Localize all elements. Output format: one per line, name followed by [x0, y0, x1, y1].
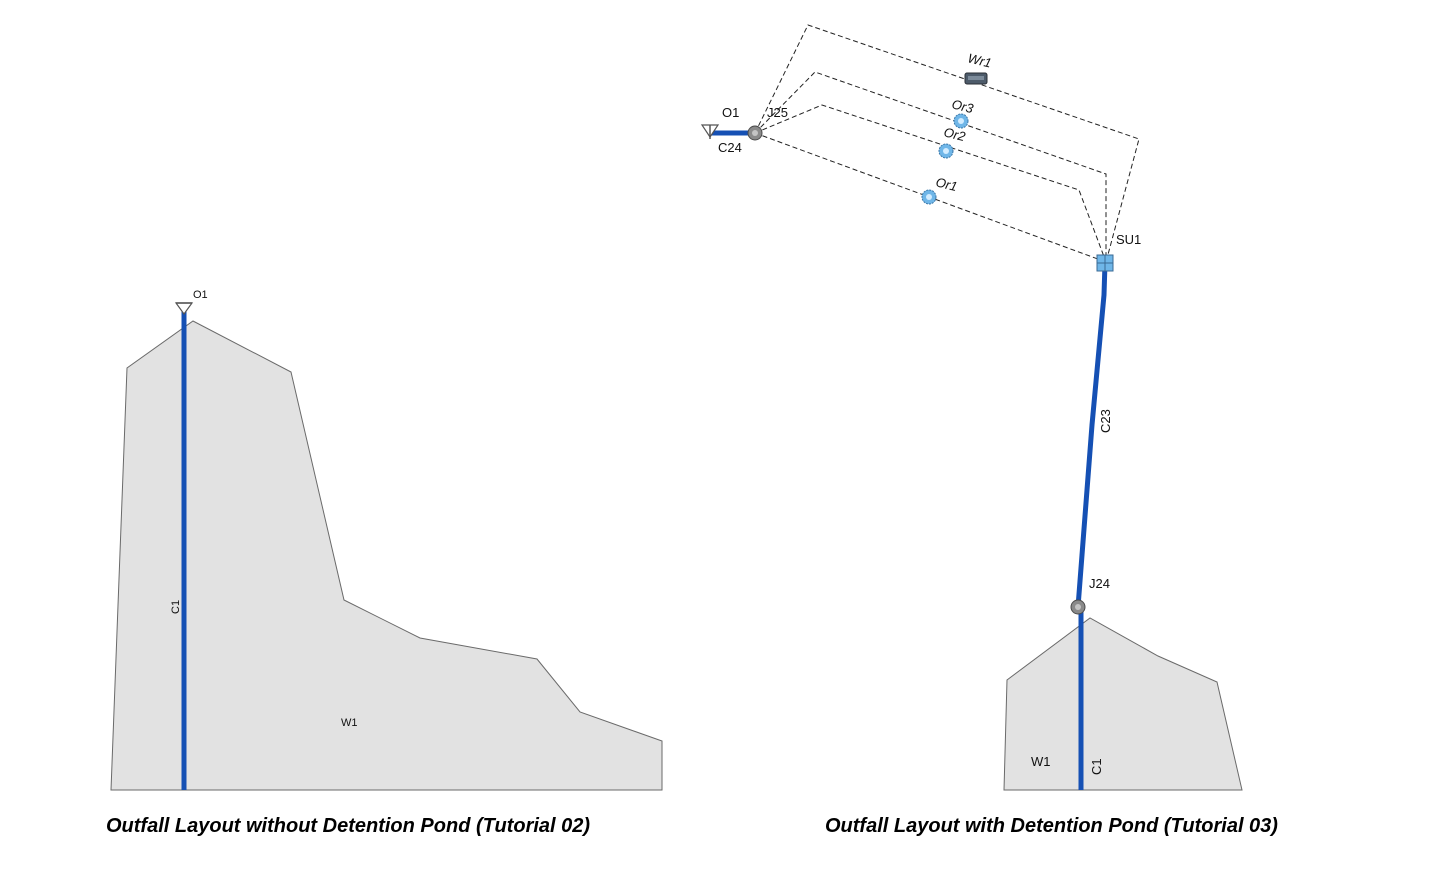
orifice-or1-label: Or1	[934, 174, 959, 194]
storage-su1-label: SU1	[1116, 232, 1141, 247]
conduit-c23-label: C23	[1098, 409, 1113, 433]
weir-link-path[interactable]	[754, 24, 1140, 263]
right-outfall-o1-label: O1	[722, 105, 739, 120]
conduit-c24-label: C24	[718, 140, 742, 155]
left-conduit-c1-label: C1	[170, 600, 182, 614]
left-panel: O1 C1 W1	[110, 289, 663, 791]
right-conduit-c1-label: C1	[1089, 758, 1104, 775]
orifice-or2-icon[interactable]	[938, 143, 954, 159]
left-outfall-o1-label: O1	[193, 289, 208, 301]
orifice-or2-link-path[interactable]	[754, 104, 1107, 263]
left-caption: Outfall Layout without Detention Pond (T…	[106, 815, 591, 837]
junction-j24-label: J24	[1089, 576, 1110, 591]
weir-wr1-icon[interactable]	[964, 72, 988, 85]
junction-j24-icon[interactable]	[1070, 599, 1086, 615]
orifice-or3-label: Or3	[950, 96, 975, 116]
junction-j25-label: J25	[767, 105, 788, 120]
left-subcatchment-w1[interactable]	[110, 320, 663, 791]
orifice-or3-icon[interactable]	[953, 113, 969, 129]
right-subcatchment-w1[interactable]	[1003, 617, 1243, 791]
right-caption: Outfall Layout with Detention Pond (Tuto…	[825, 815, 1278, 837]
left-outfall-o1-icon[interactable]	[174, 302, 194, 316]
orifice-or3-link-path[interactable]	[754, 71, 1107, 262]
left-subcatchment-w1-label: W1	[341, 717, 358, 729]
dashed-links	[754, 24, 1140, 263]
junction-j25-icon[interactable]	[747, 125, 763, 141]
right-subcatchment-w1-label: W1	[1031, 754, 1051, 769]
right-conduit-c23[interactable]	[1075, 262, 1108, 608]
storage-su1-icon[interactable]	[1096, 254, 1114, 272]
weir-wr1-label: Wr1	[966, 50, 993, 70]
right-panel: O1 J25 C24 Wr1 Or3 Or2 Or1 SU1 C23 J24 W…	[700, 24, 1243, 791]
orifice-or2-label: Or2	[942, 124, 967, 144]
orifice-or1-icon[interactable]	[921, 189, 937, 205]
